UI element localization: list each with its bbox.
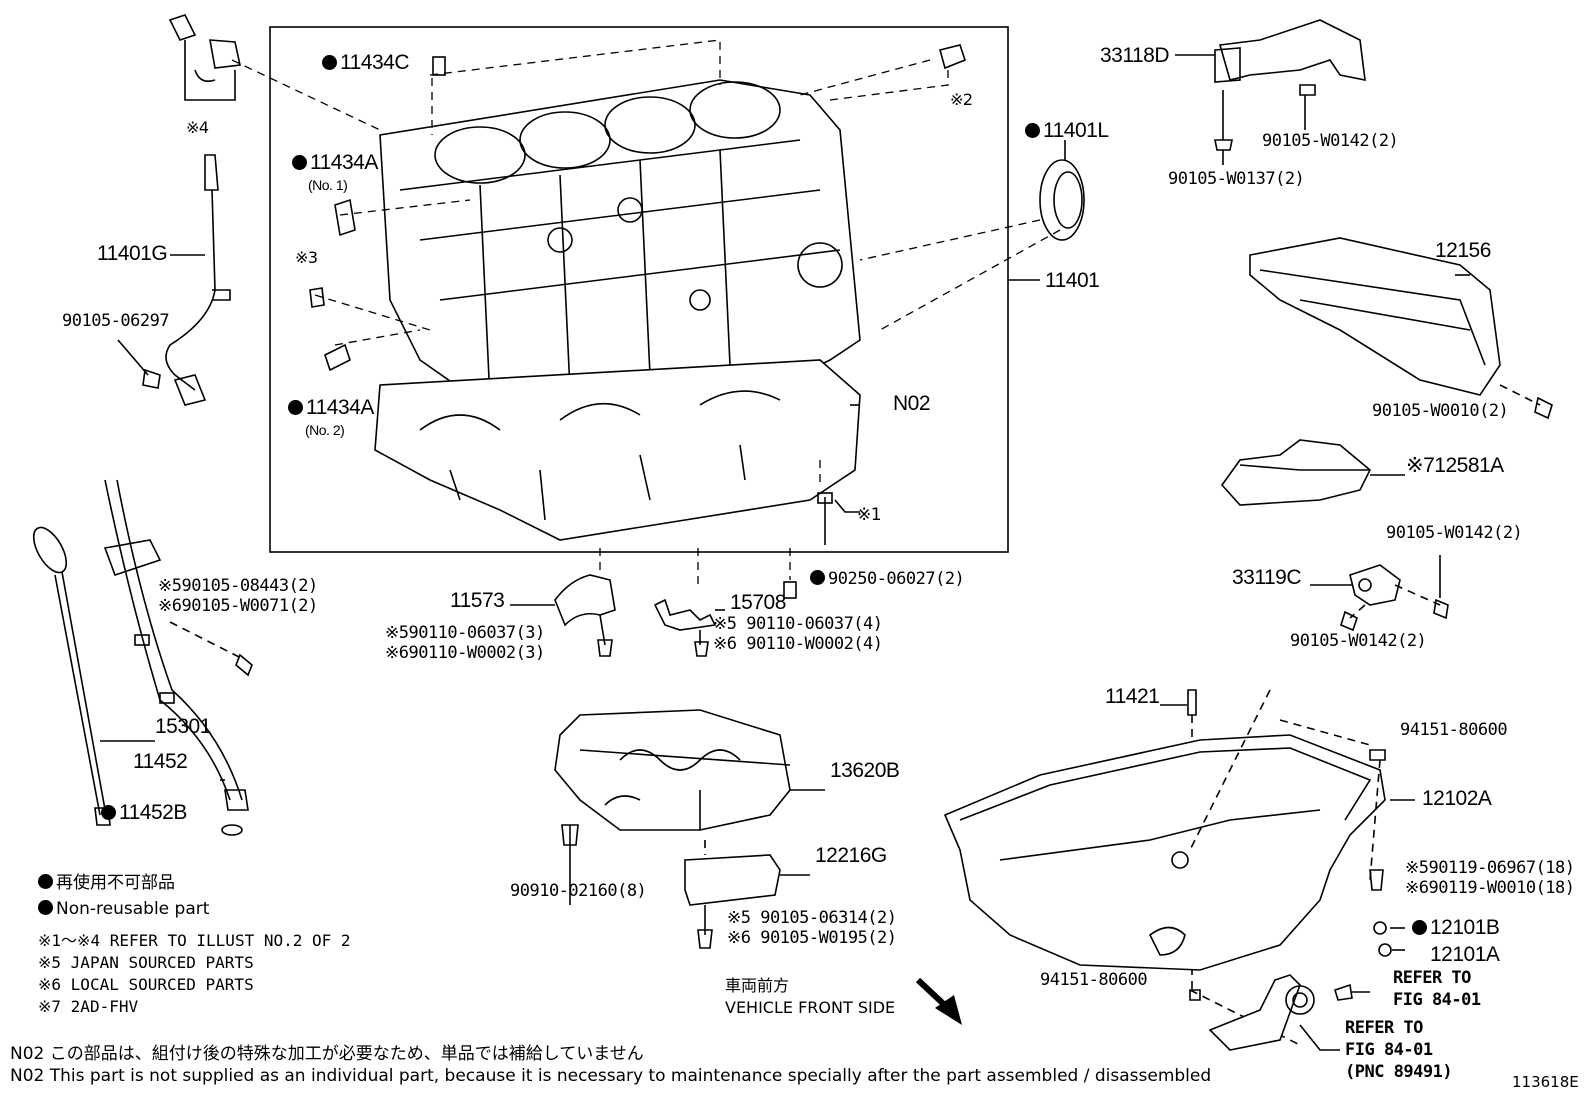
label-90110-W0002-4: ※6 90110-W0002(4) <box>713 634 883 654</box>
note-4: ※4 <box>186 118 209 137</box>
label-12101B: 12101B <box>1412 917 1500 938</box>
cover-12156 <box>1249 237 1501 396</box>
footer-n02-jp: N02 この部品は、組付け後の特殊な加工が必要なため、単品では補給していません <box>10 1044 644 1064</box>
sensor-group <box>168 14 241 101</box>
cylinder-block-frame <box>269 26 1009 553</box>
oil-jet-15708 <box>653 598 717 631</box>
note-3: ※3 <box>295 248 318 267</box>
refer-fig-84-01-a1[interactable]: REFER TO <box>1393 968 1471 988</box>
legend-nonreusable-en: Non-reusable part <box>38 900 209 918</box>
bracket-33118D <box>1214 19 1366 151</box>
label-11401L: 11401L <box>1025 120 1109 141</box>
strainer-12216G <box>684 854 781 906</box>
footer-n02-en: N02 This part is not supplied as an indi… <box>10 1066 1212 1086</box>
oil-pan-12102A <box>943 734 1386 971</box>
label-11434A-no2: 11434A <box>288 397 374 418</box>
legend-note-6: ※6 LOCAL SOURCED PARTS <box>38 975 254 994</box>
balancer-13620B <box>554 709 791 831</box>
label-90119-W0010: ※690119-W0010(18) <box>1405 878 1575 898</box>
label-12101A: 12101A <box>1430 943 1500 966</box>
label-11452: 11452 <box>133 750 188 773</box>
label-90105-W0142-b: 90105-W0142(2) <box>1386 523 1523 543</box>
label-90105-W0142-a: 90105-W0142(2) <box>1262 131 1399 151</box>
label-90105-W0195: ※6 90105-W0195(2) <box>727 928 897 948</box>
vehicle-front-en: VEHICLE FRONT SIDE <box>725 998 896 1017</box>
label-90910-02160: 90910-02160(8) <box>510 881 647 901</box>
refer-fig-84-01-b2[interactable]: FIG 84-01 <box>1345 1040 1433 1060</box>
label-90119-06967: ※590119-06967(18) <box>1405 858 1575 878</box>
label-11434A-no1-sub: (No. 1) <box>308 177 348 193</box>
legend-nonreusable-jp: 再使用不可部品 <box>38 874 175 892</box>
cylinder-block-drawing <box>379 79 861 421</box>
label-15301: 15301 <box>155 715 211 738</box>
label-90105-06297: 90105-06297 <box>62 311 170 331</box>
label-33119C: 33119C <box>1232 566 1302 589</box>
label-90105-W0142-c: 90105-W0142(2) <box>1290 631 1427 651</box>
label-11401G: 11401G <box>97 242 168 265</box>
legend-note-5: ※5 JAPAN SOURCED PARTS <box>38 953 254 972</box>
oil-seal-11401L <box>1039 159 1085 241</box>
label-N02: N02 <box>893 392 931 415</box>
note-2: ※2 <box>950 90 973 109</box>
label-11434A-no2-sub: (No. 2) <box>305 422 345 438</box>
bracket-11573 <box>554 574 616 627</box>
figure-number: 113618E <box>1512 1073 1579 1091</box>
label-90105-W0137: 90105-W0137(2) <box>1168 169 1305 189</box>
label-94151-80600-a: 94151-80600 <box>1400 720 1508 740</box>
label-11452B: 11452B <box>101 802 187 823</box>
vehicle-front-jp: 車両前方 <box>725 976 790 995</box>
label-11434A-no1: 11434A <box>292 152 378 173</box>
label-90110-06037-3: ※590110-06037(3) <box>385 623 545 643</box>
label-15708: 15708 <box>730 591 786 614</box>
label-90250-06027: 90250-06027(2) <box>810 570 965 588</box>
label-90105-W0010: 90105-W0010(2) <box>1372 401 1509 421</box>
label-11421: 11421 <box>1105 685 1160 708</box>
label-90105-W0071: ※690105-W0071(2) <box>158 596 318 616</box>
label-12102A: 12102A <box>1422 787 1492 810</box>
label-11434C: 11434C <box>322 52 410 73</box>
label-12581A: ※712581A <box>1406 454 1504 477</box>
label-11401: 11401 <box>1045 269 1100 292</box>
label-90105-06314: ※5 90105-06314(2) <box>727 908 897 928</box>
label-90110-W0002-3: ※690110-W0002(3) <box>385 643 545 663</box>
refer-fig-84-01-b3[interactable]: (PNC 89491) <box>1345 1062 1453 1082</box>
label-13620B: 13620B <box>830 759 900 782</box>
refer-fig-84-01-b1[interactable]: REFER TO <box>1345 1018 1423 1038</box>
vehicle-front-arrow <box>935 995 962 1025</box>
insulator-12581A <box>1220 439 1371 506</box>
label-94151-80600-b: 94151-80600 <box>1040 970 1148 990</box>
note-1: ※1 <box>857 505 882 525</box>
oil-level-sensor <box>1208 974 1315 1051</box>
label-12156: 12156 <box>1435 239 1491 262</box>
label-33118D: 33118D <box>1100 44 1170 67</box>
crankcase-drawing <box>374 359 861 541</box>
label-90110-06037-4: ※5 90110-06037(4) <box>713 614 883 634</box>
dipstick-drawing <box>32 479 249 836</box>
label-11573: 11573 <box>450 589 505 612</box>
refer-fig-84-01-a2[interactable]: FIG 84-01 <box>1393 990 1481 1010</box>
bracket-33119C <box>1349 564 1401 606</box>
pin-11434C <box>432 56 446 76</box>
label-12216G: 12216G <box>815 844 887 867</box>
legend-note-1-4: ※1～※4 REFER TO ILLUST NO.2 OF 2 <box>38 931 351 950</box>
label-90105-08443: ※590105-08443(2) <box>158 576 318 596</box>
legend-note-7: ※7 2AD-FHV <box>38 997 139 1016</box>
